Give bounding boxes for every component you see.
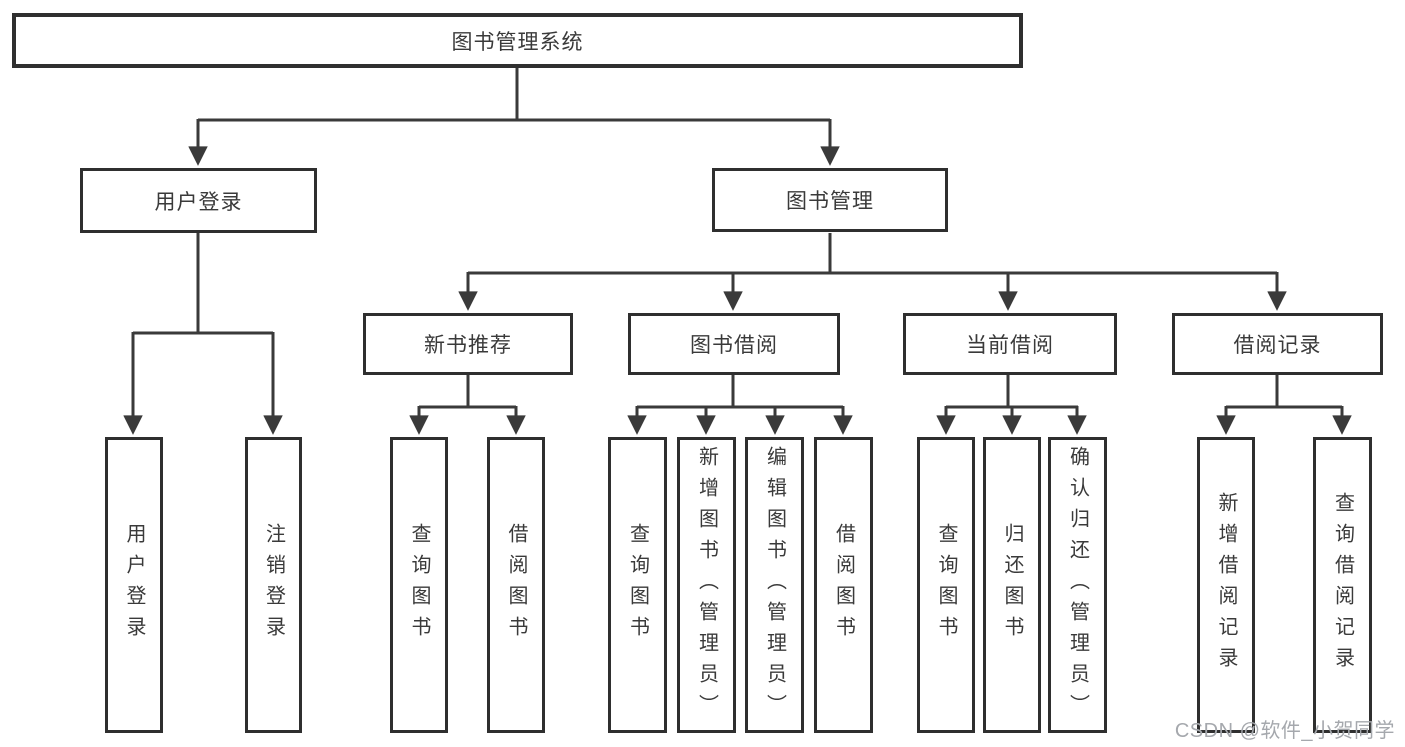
node-library-system: 图书管理系统 [12,13,1023,68]
leaf-query-books-borrowing: 查询图书 [608,437,667,733]
leaf-label: 借阅图书 [505,523,527,647]
node-label: 用户登录 [154,190,243,214]
leaf-label: 用户登录 [123,523,145,647]
node-label: 借阅记录 [1233,334,1322,357]
leaf-add-borrow-record: 新增借阅记录 [1197,437,1255,733]
leaf-borrow-books-recommend: 借阅图书 [487,437,545,733]
leaf-return-books: 归还图书 [983,437,1041,733]
leaf-edit-book-admin: 编辑图书（管理员） [745,437,804,733]
leaf-borrow-books: 借阅图书 [814,437,873,733]
leaf-label: 查询图书 [626,523,649,647]
leaf-label: 查询图书 [408,523,430,647]
node-new-book-recommend: 新书推荐 [363,313,573,375]
node-label: 图书管理系统 [451,30,584,54]
leaf-label: 确认归还（管理员） [1066,445,1089,725]
node-label: 当前借阅 [966,334,1054,357]
leaf-user-login: 用户登录 [105,437,163,733]
leaf-label: 注销登录 [262,523,285,647]
leaf-label: 归还图书 [1001,523,1023,647]
node-label: 图书借阅 [690,334,778,357]
leaf-add-book-admin: 新增图书（管理员） [677,437,736,733]
connector-arrows [123,68,1352,435]
leaf-logout: 注销登录 [245,437,302,733]
leaf-query-books-current: 查询图书 [917,437,975,733]
node-user-login: 用户登录 [80,168,317,233]
leaf-label: 新增借阅记录 [1215,492,1237,678]
leaf-query-books-recommend: 查询图书 [390,437,448,733]
leaf-label: 借阅图书 [832,523,855,647]
leaf-label: 查询图书 [935,523,957,647]
leaf-label: 编辑图书（管理员） [763,445,786,725]
node-label: 新书推荐 [424,334,512,357]
leaf-confirm-return-admin: 确认归还（管理员） [1048,437,1107,733]
node-book-management: 图书管理 [712,168,948,232]
leaf-label: 查询借阅记录 [1331,492,1354,678]
leaf-query-borrow-record: 查询借阅记录 [1313,437,1372,733]
node-book-borrowing: 图书借阅 [628,313,840,375]
watermark: CSDN @软件_小贺同学 [1174,720,1395,742]
node-current-borrowing: 当前借阅 [903,313,1117,375]
node-label: 图书管理 [786,190,874,213]
leaf-label: 新增图书（管理员） [695,445,718,725]
node-borrowing-records: 借阅记录 [1172,313,1383,375]
